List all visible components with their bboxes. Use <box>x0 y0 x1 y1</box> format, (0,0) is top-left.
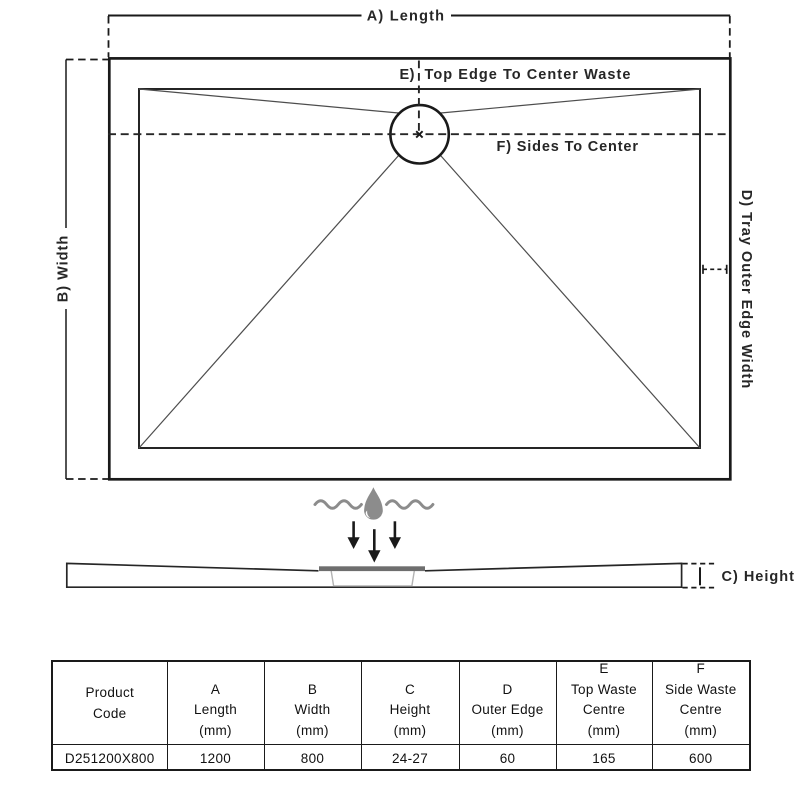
svg-text:B) Width: B) Width <box>55 235 71 302</box>
svg-text:E): E) <box>400 67 416 83</box>
svg-text:Top Edge To Center Waste: Top Edge To Center Waste <box>425 67 632 83</box>
svg-text:A) Length: A) Length <box>367 9 445 25</box>
svg-text:F) Sides To Center: F) Sides To Center <box>497 139 639 155</box>
svg-text:D) Tray Outer Edge Width: D) Tray Outer Edge Width <box>738 190 754 390</box>
svg-text:C) Height: C) Height <box>722 569 795 585</box>
